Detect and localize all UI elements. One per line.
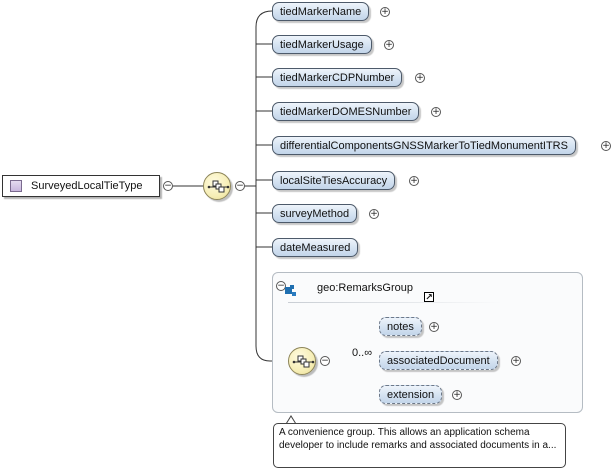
occurrence-label: 0..∞	[352, 347, 373, 359]
expand-icon[interactable]: +	[415, 73, 425, 83]
group-separator	[288, 302, 502, 303]
expand-icon[interactable]: +	[369, 209, 379, 219]
group-icon-part	[290, 285, 294, 289]
element-tiedMarkerCDPNumber[interactable]: tiedMarkerCDPNumber	[272, 68, 403, 87]
collapse-icon[interactable]: −	[276, 281, 286, 291]
expand-icon[interactable]: +	[452, 390, 462, 400]
collapse-icon[interactable]: −	[163, 181, 173, 191]
documentation-tooltip: A convenience group. This allows an appl…	[273, 423, 566, 468]
element-notes[interactable]: notes	[379, 317, 422, 336]
link-icon[interactable]: ↗	[424, 292, 434, 302]
expand-icon[interactable]: +	[409, 176, 419, 186]
expand-icon[interactable]: +	[431, 107, 441, 117]
element-tiedMarkerDOMESNumber[interactable]: tiedMarkerDOMESNumber	[272, 102, 420, 121]
element-extension[interactable]: extension	[379, 385, 443, 404]
sequence-compositor-icon[interactable]	[288, 347, 316, 375]
element-tiedMarkerName[interactable]: tiedMarkerName	[272, 2, 370, 21]
expand-icon[interactable]: +	[601, 141, 611, 151]
complex-type-box[interactable]: SurveyedLocalTieType	[2, 175, 160, 197]
complex-type-label: SurveyedLocalTieType	[31, 180, 143, 192]
element-localSiteTiesAccuracy[interactable]: localSiteTiesAccuracy	[272, 171, 396, 190]
group-title: geo:RemarksGroup	[317, 282, 413, 294]
expand-icon[interactable]: +	[384, 40, 394, 50]
expand-icon[interactable]: +	[429, 322, 439, 332]
collapse-icon[interactable]: −	[235, 181, 245, 191]
element-differentialComponentsGNSSMarkerToTiedMonumentITRS[interactable]: differentialComponentsGNSSMarkerToTiedMo…	[272, 136, 576, 155]
element-dateMeasured[interactable]: dateMeasured	[272, 238, 359, 257]
group-icon-part	[292, 292, 296, 296]
expand-icon[interactable]: +	[511, 356, 521, 366]
expand-icon[interactable]: +	[380, 7, 390, 17]
element-associatedDocument[interactable]: associatedDocument	[379, 351, 498, 370]
collapse-icon[interactable]: −	[320, 356, 330, 366]
complex-type-icon	[10, 180, 22, 192]
group-icon	[285, 287, 292, 294]
sequence-compositor-icon[interactable]	[203, 172, 231, 200]
element-surveyMethod[interactable]: surveyMethod	[272, 204, 358, 223]
element-tiedMarkerUsage[interactable]: tiedMarkerUsage	[272, 35, 372, 54]
